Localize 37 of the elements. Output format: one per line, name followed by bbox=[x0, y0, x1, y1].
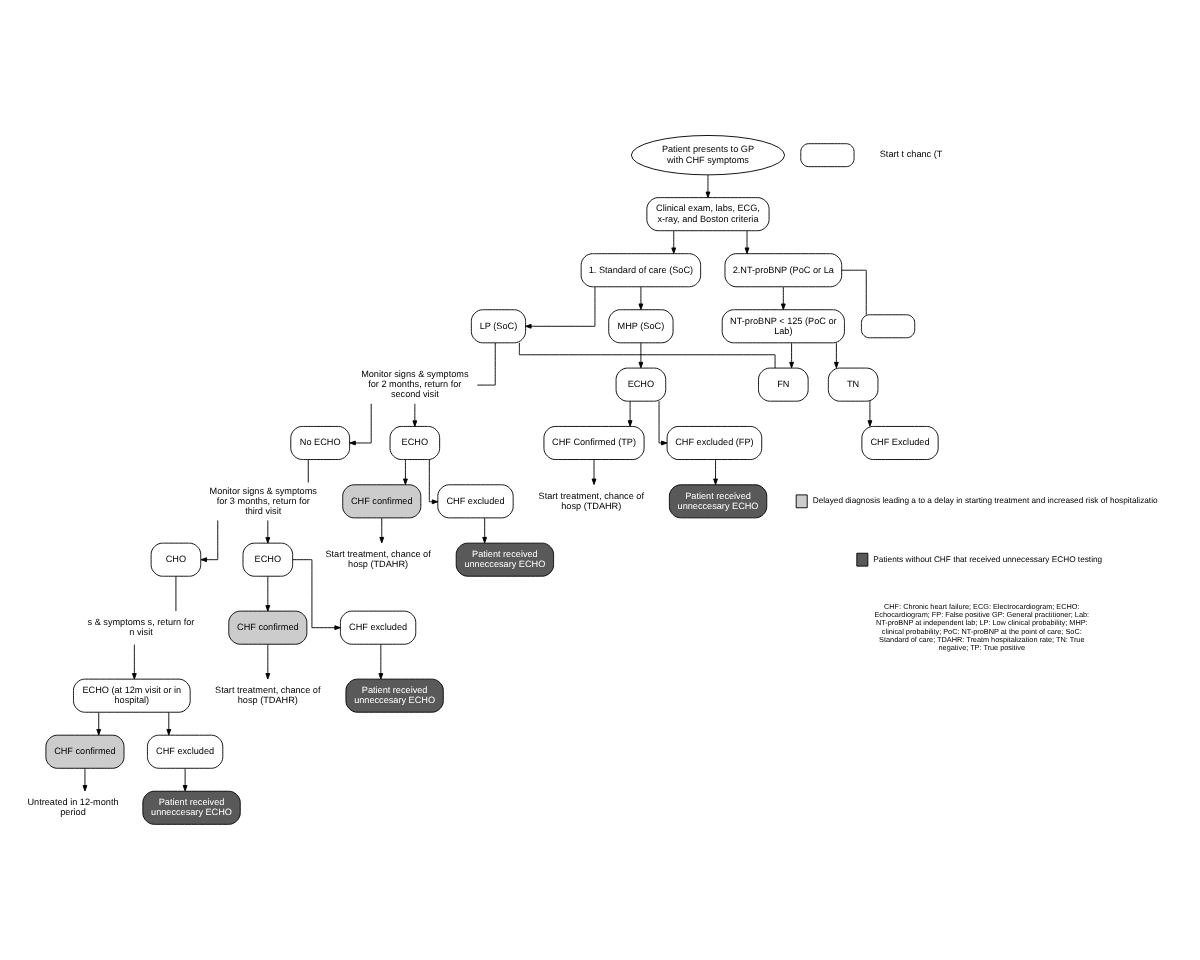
arrow bbox=[403, 459, 408, 485]
arrow bbox=[428, 459, 439, 505]
arrow bbox=[349, 403, 372, 446]
arrow bbox=[96, 712, 102, 736]
arrow bbox=[638, 342, 644, 369]
node-box bbox=[800, 143, 855, 168]
arrow bbox=[705, 174, 711, 199]
arrow bbox=[627, 400, 633, 427]
arrow bbox=[379, 517, 385, 544]
arrow bbox=[713, 459, 718, 485]
arrow bbox=[780, 286, 786, 310]
arrow bbox=[378, 644, 384, 680]
arrow bbox=[265, 644, 271, 680]
arrow bbox=[744, 230, 750, 254]
arrow bbox=[658, 400, 668, 446]
arrow bbox=[525, 286, 596, 329]
arrow bbox=[82, 768, 88, 792]
arrow bbox=[638, 286, 644, 310]
arrow bbox=[591, 459, 597, 485]
arrow bbox=[200, 520, 219, 563]
arrow bbox=[166, 712, 172, 736]
connector bbox=[175, 576, 177, 612]
arrow bbox=[412, 403, 418, 427]
arrow bbox=[834, 342, 839, 369]
connector bbox=[841, 269, 867, 316]
arrow bbox=[131, 644, 137, 680]
connector bbox=[307, 459, 309, 483]
arrow bbox=[265, 576, 271, 612]
arrow bbox=[867, 400, 873, 427]
arrow bbox=[482, 517, 488, 544]
node-box bbox=[860, 314, 916, 339]
arrow bbox=[671, 230, 677, 254]
arrow bbox=[789, 342, 794, 369]
arrow bbox=[265, 520, 271, 544]
arrow bbox=[292, 559, 341, 631]
arrow bbox=[182, 768, 188, 792]
connector bbox=[518, 342, 776, 369]
